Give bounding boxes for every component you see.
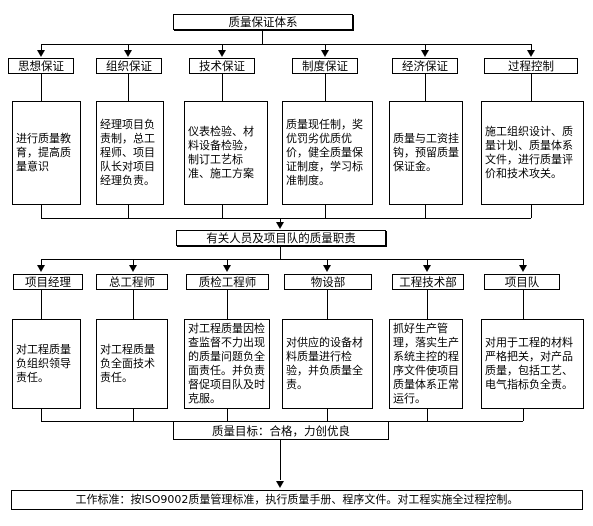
connector [325,74,326,101]
guarantee-header-economic: 经济保证 [392,58,458,74]
goal-text: 质量目标：合格，力创优良 [212,423,350,438]
guarantee-desc-technical: 仪表检验、材料设备检验，制订工艺标准、施工方案 [184,101,268,205]
connector [325,205,326,218]
arrow-down-icon [223,265,231,272]
connector [133,409,134,421]
connector [425,44,426,50]
connector [41,218,531,219]
arrow-down-icon [421,50,429,57]
connector [531,74,532,101]
arrow-down-icon [276,481,284,488]
connector [222,74,223,101]
connector [222,205,223,218]
arrow-down-icon [129,265,137,272]
role-header-project-team: 项目队 [484,274,560,290]
arrow-down-icon [124,50,132,57]
role-desc-project-team: 对用于工程的材料严格把关，对产品质量，包括工艺、电气指标负全责。 [481,319,584,409]
connector [531,205,532,218]
role-desc-qc-engineer: 对工程质量因检查监督不力出现的质量问题负全面责任。并负责督促项目队及时克服。 [184,319,270,409]
connector [133,259,134,265]
arrow-down-icon [37,265,45,272]
connector [41,205,42,218]
connector [41,44,42,50]
standard-box: 工作标准：按ISO9002质量管理标准，执行质量手册、程序文件。对工程实施全过程… [11,490,583,510]
connector [128,44,129,50]
role-header-materials-dept: 物设部 [284,274,372,290]
arrow-down-icon [423,265,431,272]
connector [425,205,426,218]
guarantee-header-system: 制度保证 [292,58,358,74]
arrow-down-icon [276,222,284,229]
arrow-down-icon [37,50,45,57]
guarantee-desc-organization: 经理项目负责制，总工程师、项目队长对项目经理负责。 [96,101,164,205]
connector [128,205,129,218]
guarantee-header-process: 过程控制 [484,58,578,74]
connector [41,74,42,101]
connector [327,409,328,421]
guarantee-header-organization: 组织保证 [96,58,162,74]
top-title: 质量保证体系 [228,15,298,29]
middle-title: 有关人员及项目队的质量职责 [206,231,356,245]
guarantee-header-technical: 技术保证 [189,58,255,74]
connector [41,44,531,45]
connector [325,44,326,50]
connector [523,409,524,421]
arrow-down-icon [519,265,527,272]
guarantee-header-thought: 思想保证 [8,58,74,74]
connector [425,74,426,101]
connector [327,290,328,319]
connector [280,440,281,480]
role-desc-project-manager: 对工程质量负组织领导责任。 [12,319,81,409]
connector [327,259,328,265]
role-desc-engineering-dept: 抓好生产管理，落实生产系统主控的程序文件使项目质量体系正常运行。 [389,319,463,409]
standard-text: 工作标准：按ISO9002质量管理标准，执行质量手册、程序文件。对工程实施全过程… [75,493,519,506]
connector [523,259,524,265]
role-header-project-manager: 项目经理 [13,274,83,290]
role-header-qc-engineer: 质检工程师 [186,274,269,290]
connector [41,409,42,421]
connector [280,218,281,222]
role-header-engineering-dept: 工程技术部 [392,274,464,290]
connector [41,259,42,265]
role-desc-materials-dept: 对供应的设备材料质量进行检验，并负质量全责。 [282,319,373,409]
connector [128,74,129,101]
connector [427,290,428,319]
role-header-chief-engineer: 总工程师 [96,274,168,290]
connector [280,246,281,259]
connector [227,290,228,319]
connector [531,44,532,50]
guarantee-desc-economic: 质量与工资挂钩，预留质量保证金。 [389,101,463,205]
connector [227,259,228,265]
connector [222,44,223,50]
arrow-down-icon [321,50,329,57]
connector [133,290,134,319]
connector [427,409,428,421]
goal-box: 质量目标：合格，力创优良 [173,421,389,440]
role-desc-chief-engineer: 对工程质量负全面技术责任。 [96,319,168,409]
connector [41,259,523,260]
arrow-down-icon [218,50,226,57]
middle-title-box: 有关人员及项目队的质量职责 [176,230,386,246]
connector [523,290,524,319]
arrow-down-icon [527,50,535,57]
top-title-box: 质量保证体系 [173,14,353,30]
connector [427,259,428,265]
guarantee-desc-system: 质量现任制，奖优罚劣优质优价，健全质量保证制度，学习标准制度。 [282,101,373,205]
arrow-down-icon [323,265,331,272]
guarantee-desc-process: 施工组织设计、质量计划、质量体系文件，进行质量评价和技术攻关。 [481,101,584,205]
connector [41,290,42,319]
guarantee-desc-thought: 进行质量教育，提高质量意识 [12,101,81,205]
connector [227,409,228,421]
connector [262,30,263,44]
